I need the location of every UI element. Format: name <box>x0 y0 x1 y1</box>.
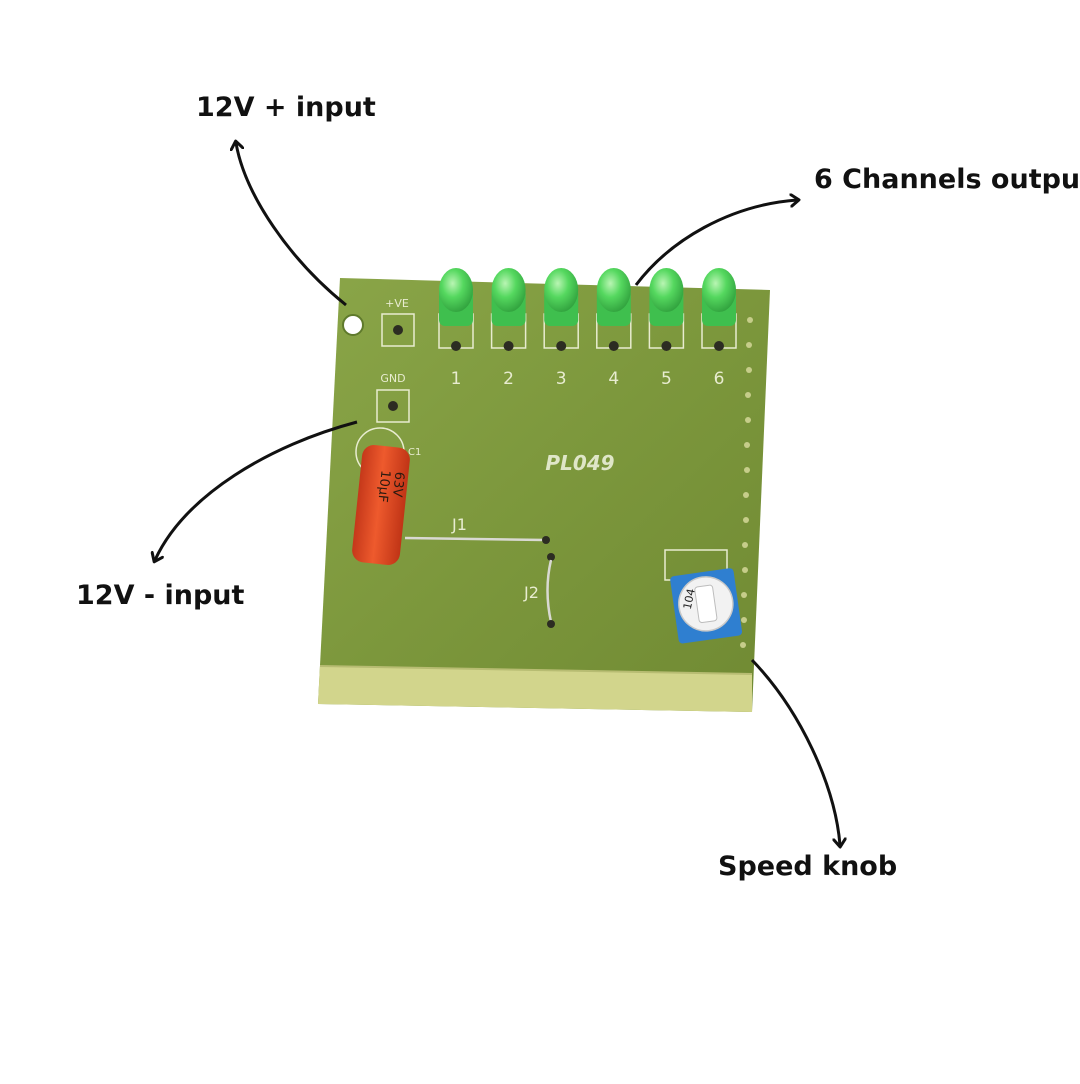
channel-output-group: 1 2 3 4 5 6 <box>438 268 737 389</box>
channel-pad-hole <box>608 341 619 351</box>
led-4 <box>596 268 631 326</box>
pcb-edge-strip <box>318 666 752 712</box>
channel-number-label: 2 <box>503 369 514 389</box>
speed-knob-callout: Speed knob <box>718 851 898 882</box>
positive-pad-label: +VE <box>385 297 409 310</box>
pot-marking: 104 <box>681 587 698 610</box>
negative-input-arrow <box>155 420 358 560</box>
channel-6: 6 <box>701 268 737 389</box>
speed-knob-arrow <box>750 658 840 845</box>
channel-number-label: 6 <box>714 369 725 389</box>
jumper-j2: J2 <box>523 553 555 628</box>
ground-pad: GND <box>376 372 410 423</box>
ground-pad-label: GND <box>380 372 405 385</box>
jumper1-label: J1 <box>451 515 467 534</box>
positive-input-callout: 12V + input <box>196 92 376 123</box>
pcb-board <box>318 278 770 712</box>
channel-number-label: 3 <box>556 369 567 389</box>
capacitor-value-label: 10µF <box>374 469 392 503</box>
capacitor-ref-label: C1 <box>408 447 421 458</box>
potentiometer: 104 <box>664 549 743 644</box>
led-5 <box>649 268 684 326</box>
channels-output-callout: 6 Channels output <box>814 164 1080 195</box>
channel-number-label: 1 <box>451 369 462 389</box>
jumper-j1: J1 <box>404 515 550 544</box>
led-2 <box>491 268 526 326</box>
channel-1: 1 <box>438 268 474 389</box>
channel-pad-hole <box>556 341 567 351</box>
led-6 <box>702 268 736 326</box>
jumper2-label: J2 <box>523 583 539 602</box>
board-model-label: PL049 <box>545 451 614 475</box>
channel-pad-hole <box>661 341 672 351</box>
channels-output-arrow <box>634 200 797 286</box>
pcb-edge-line <box>319 665 753 675</box>
channel-number-label: 4 <box>608 369 619 389</box>
channel-pad-hole <box>714 341 724 351</box>
channel-pad-hole <box>451 341 461 351</box>
capacitor-voltage-label: 63V <box>389 471 407 498</box>
negative-input-callout: 12V - input <box>76 580 245 611</box>
led-1 <box>439 268 473 326</box>
edge-pin-row <box>740 317 753 648</box>
channel-number-label: 5 <box>661 369 672 389</box>
capacitor-body <box>352 445 410 565</box>
channel-pad-hole <box>503 341 514 351</box>
mounting-hole <box>342 314 364 336</box>
capacitor-c1: C1 10µF 63V <box>352 427 421 565</box>
positive-input-arrow <box>236 143 347 307</box>
pcb-body <box>318 278 770 712</box>
positive-pad: +VE <box>381 297 415 347</box>
channel-3: 3 <box>543 268 579 389</box>
channel-2: 2 <box>490 268 527 389</box>
channel-4: 4 <box>596 268 632 389</box>
led-3 <box>544 268 579 326</box>
channel-5: 5 <box>648 268 685 389</box>
